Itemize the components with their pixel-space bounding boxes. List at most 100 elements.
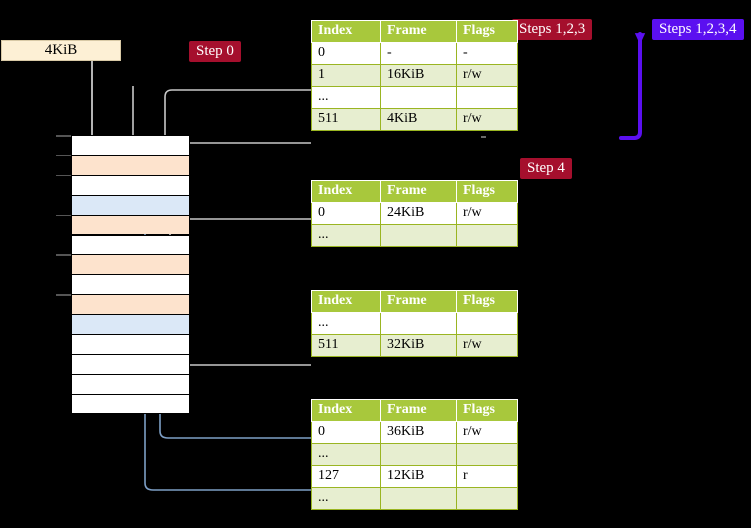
table-cell: 4KiB xyxy=(380,108,457,131)
memory-frame-row xyxy=(71,274,190,295)
table-cell xyxy=(380,224,457,247)
table-row: ... xyxy=(311,86,518,109)
table-cell: 0 xyxy=(311,202,381,225)
physical-memory-grid xyxy=(0,0,200,528)
memory-frame-row xyxy=(71,393,190,414)
badge-steps-1234-label: Steps 1,2,3,4 xyxy=(659,21,737,37)
memory-row-tick xyxy=(56,214,71,217)
table-cell xyxy=(380,312,457,335)
badge-step-0: Step 0 xyxy=(189,41,241,62)
wire-steps-bracket xyxy=(619,32,646,140)
memory-frame-row xyxy=(71,194,190,215)
column-header-flags: Flags xyxy=(456,399,518,422)
table-cell xyxy=(456,224,518,247)
table-cell: 1 xyxy=(311,64,381,87)
badge-steps-1234: Steps 1,2,3,4 xyxy=(652,19,744,40)
memory-frame-row xyxy=(71,214,190,235)
memory-frame-row xyxy=(71,294,190,315)
table-cell: r/w xyxy=(456,334,518,357)
column-header-frame: Frame xyxy=(380,180,457,203)
table-cell: 0 xyxy=(311,42,381,65)
table-cell: ... xyxy=(311,487,381,510)
column-header-frame: Frame xyxy=(380,290,457,313)
table-cell xyxy=(456,487,518,510)
table-cell: 24KiB xyxy=(380,202,457,225)
table-cell: ... xyxy=(311,443,381,466)
column-header-index: Index xyxy=(311,290,381,313)
memory-frame-row xyxy=(71,174,190,195)
badge-step-4: Step 4 xyxy=(520,158,572,179)
table-cell: 511 xyxy=(311,108,381,131)
table-cell: ... xyxy=(311,224,381,247)
table-row: ... xyxy=(311,224,518,247)
column-header-flags: Flags xyxy=(456,290,518,313)
table-row: ... xyxy=(311,443,518,466)
memory-frame-row xyxy=(71,314,190,334)
memory-frame-row xyxy=(71,373,190,394)
table-row: ... xyxy=(311,312,518,335)
table-cell: r/w xyxy=(456,108,518,131)
table-cell: r/w xyxy=(456,202,518,225)
table-cell xyxy=(380,443,457,466)
badge-steps-123: Steps 1,2,3 xyxy=(512,19,593,40)
table-cell: 127 xyxy=(311,465,381,488)
column-header-flags: Flags xyxy=(456,20,518,43)
table-row: 0-- xyxy=(311,42,518,65)
column-header-flags: Flags xyxy=(456,180,518,203)
frame-4kib-box: 4KiB xyxy=(1,40,121,61)
table-cell: - xyxy=(456,42,518,65)
table-cell xyxy=(380,86,457,109)
memory-row-tick xyxy=(56,254,71,256)
table-cell xyxy=(456,312,518,335)
table-cell: - xyxy=(380,42,457,65)
memory-frame-row xyxy=(71,353,190,374)
column-header-frame: Frame xyxy=(380,399,457,422)
table-cell: r/w xyxy=(456,64,518,87)
wire-pt-row127 xyxy=(145,216,311,491)
table-cell: 0 xyxy=(311,421,381,444)
table-cell: 36KiB xyxy=(380,421,457,444)
wire-pt-row0 xyxy=(160,336,311,439)
column-header-frame: Frame xyxy=(380,20,457,43)
badge-step-4-label: Step 4 xyxy=(527,160,565,176)
column-header-index: Index xyxy=(311,20,381,43)
memory-frame-row xyxy=(71,234,190,255)
memory-frame-row xyxy=(71,334,190,354)
table-cell: 16KiB xyxy=(380,64,457,87)
badge-step-0-label: Step 0 xyxy=(196,43,234,59)
table-cell: r/w xyxy=(456,421,518,444)
table-cell xyxy=(456,443,518,466)
table-cell: r xyxy=(456,465,518,488)
memory-row-tick xyxy=(56,174,71,177)
column-header-index: Index xyxy=(311,399,381,422)
memory-frame-row xyxy=(71,254,190,275)
column-header-index: Index xyxy=(311,180,381,203)
table-cell: 12KiB xyxy=(380,465,457,488)
memory-frame-row xyxy=(71,154,190,175)
table-cell: ... xyxy=(311,312,381,335)
table-row: ... xyxy=(311,487,518,510)
table-cell: 32KiB xyxy=(380,334,457,357)
memory-row-tick xyxy=(56,135,71,137)
table-cell: ... xyxy=(311,86,381,109)
badge-steps-123-label: Steps 1,2,3 xyxy=(519,21,586,37)
frame-4kib-label: 4KiB xyxy=(44,42,78,58)
memory-frame-row xyxy=(71,135,190,155)
table-cell: 511 xyxy=(311,334,381,357)
table-cell xyxy=(380,487,457,510)
